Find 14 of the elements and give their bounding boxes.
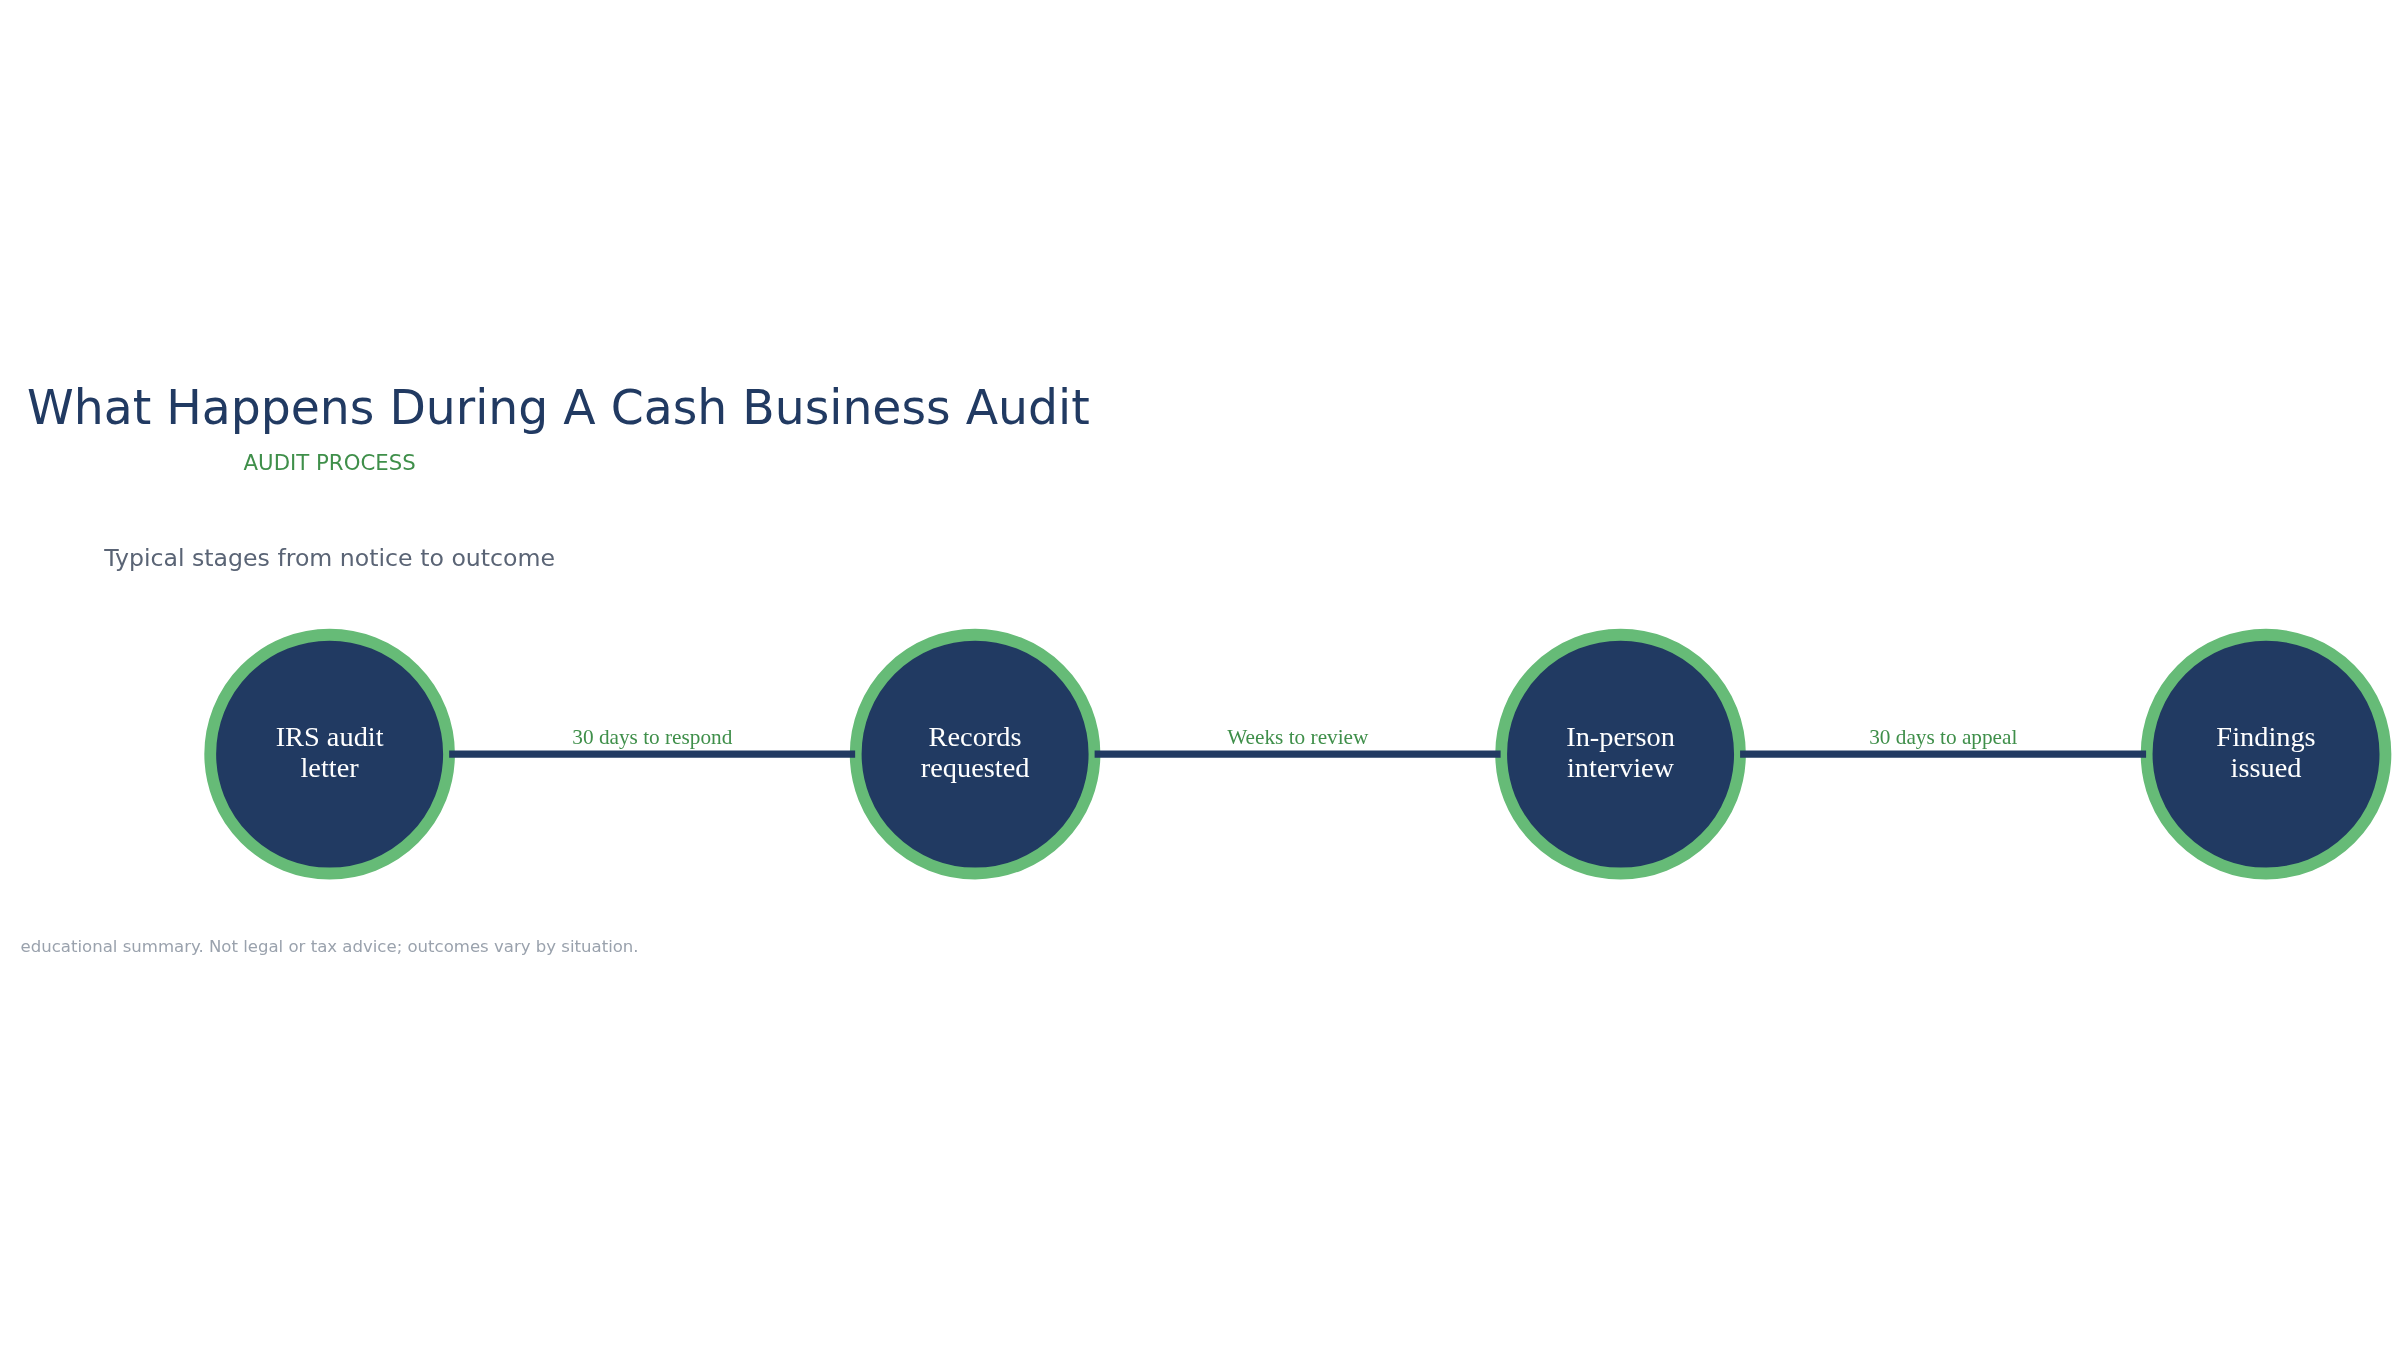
edge-label: Weeks to review (1227, 724, 1369, 749)
connector (449, 750, 856, 758)
label: AUDIT PROCESS (243, 449, 416, 475)
node-circle: IRS audit letter (204, 628, 455, 879)
connector (1740, 750, 2147, 758)
label: educational summary. Not legal or tax advice; outcomes vary by situation. (20, 936, 639, 956)
node-circle: Findings issued (2140, 628, 2392, 879)
label: Typical stages from notice to outcome (104, 543, 556, 572)
edge-label: 30 days to respond (572, 724, 733, 749)
connector (1094, 750, 1501, 758)
diagram-title: What Happens During A Cash Business Audit (27, 379, 1090, 435)
edge-label: 30 days to appeal (1869, 724, 2018, 749)
node-circle: Records requested (849, 628, 1101, 879)
node-circle: In-person interview (1495, 628, 1746, 879)
